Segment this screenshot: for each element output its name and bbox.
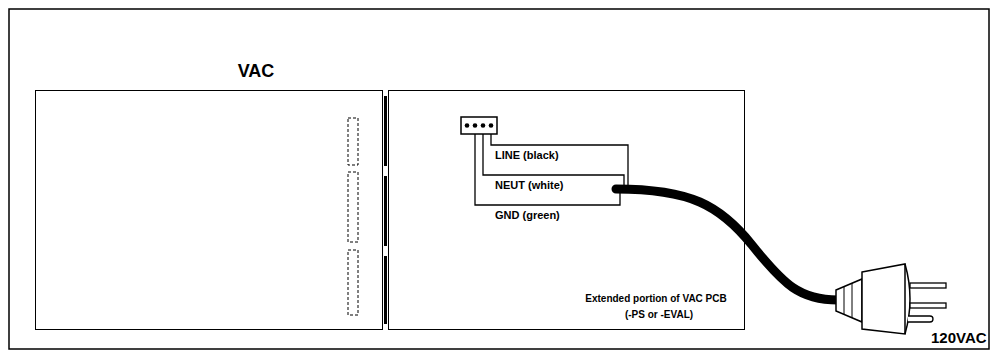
connector-pin xyxy=(489,123,494,128)
outer-frame xyxy=(9,9,989,349)
vac-board: VAC xyxy=(35,90,383,330)
wire-label: NEUT (white) xyxy=(494,178,564,192)
plug-blade xyxy=(910,303,946,308)
dashed-slot xyxy=(348,250,358,315)
wire-label: GND (green) xyxy=(494,208,561,222)
pcb-note: Extended portion of VAC PCB xyxy=(585,293,726,305)
connector-pin xyxy=(481,123,486,128)
ground-wire xyxy=(475,134,620,205)
connector-pin xyxy=(473,123,478,128)
power-cable xyxy=(616,189,838,300)
voltage-label: 120VAC xyxy=(930,329,988,347)
pcb-note: (-PS or -EVAL) xyxy=(625,309,693,321)
score-line xyxy=(384,256,387,324)
extended-pcb: Extended portion of VAC PCB (-PS or -EVAL… xyxy=(388,90,745,330)
wire-label: LINE (black) xyxy=(494,148,560,162)
plug-ridge xyxy=(844,287,845,314)
plug-ridge xyxy=(852,283,853,318)
plug-body xyxy=(862,264,905,334)
plug-blade xyxy=(910,283,946,288)
score-line xyxy=(384,176,387,246)
plug-ground-pin xyxy=(908,316,933,322)
dashed-slot xyxy=(348,172,358,242)
connector-pin xyxy=(465,123,470,128)
dashed-slot xyxy=(348,118,358,165)
board-heading: VAC xyxy=(238,61,275,83)
plug-face xyxy=(905,264,910,334)
score-line xyxy=(384,96,387,166)
plug-boot xyxy=(836,279,862,322)
connector-header xyxy=(461,117,497,134)
